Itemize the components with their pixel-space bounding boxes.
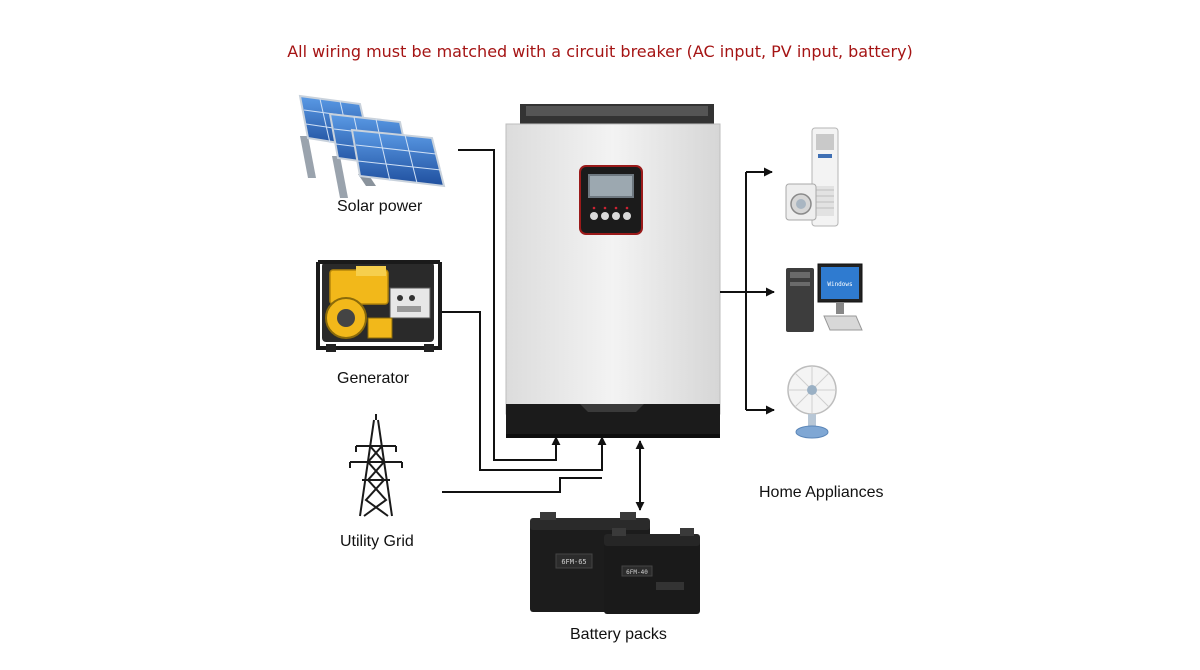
label-utility-grid: Utility Grid bbox=[340, 533, 414, 550]
washing-machine-icon bbox=[785, 183, 817, 221]
label-solar-power: Solar power bbox=[337, 198, 423, 215]
diagram-title: All wiring must be matched with a circui… bbox=[287, 42, 913, 61]
battery-pack-front-icon: 6FM-40 bbox=[604, 528, 700, 614]
wire-generator bbox=[442, 311, 607, 471]
power-tower-icon bbox=[349, 414, 403, 517]
computer-screen-text: Windows bbox=[827, 281, 853, 288]
wire-grid bbox=[442, 477, 602, 493]
battery-model-a: 6FM-65 bbox=[561, 558, 586, 566]
generator-icon bbox=[316, 260, 442, 352]
label-generator: Generator bbox=[337, 370, 410, 387]
label-home-appliances: Home Appliances bbox=[759, 484, 884, 501]
air-conditioner-icon bbox=[811, 127, 839, 227]
wiring bbox=[442, 149, 775, 511]
wire-solar bbox=[458, 149, 561, 461]
label-battery-packs: Battery packs bbox=[570, 626, 667, 643]
fan-icon bbox=[787, 365, 837, 439]
inverter-icon bbox=[505, 104, 721, 438]
solar-panels-icon bbox=[298, 94, 446, 198]
computer-icon: Windows bbox=[786, 263, 863, 332]
battery-model-b: 6FM-40 bbox=[626, 569, 648, 576]
